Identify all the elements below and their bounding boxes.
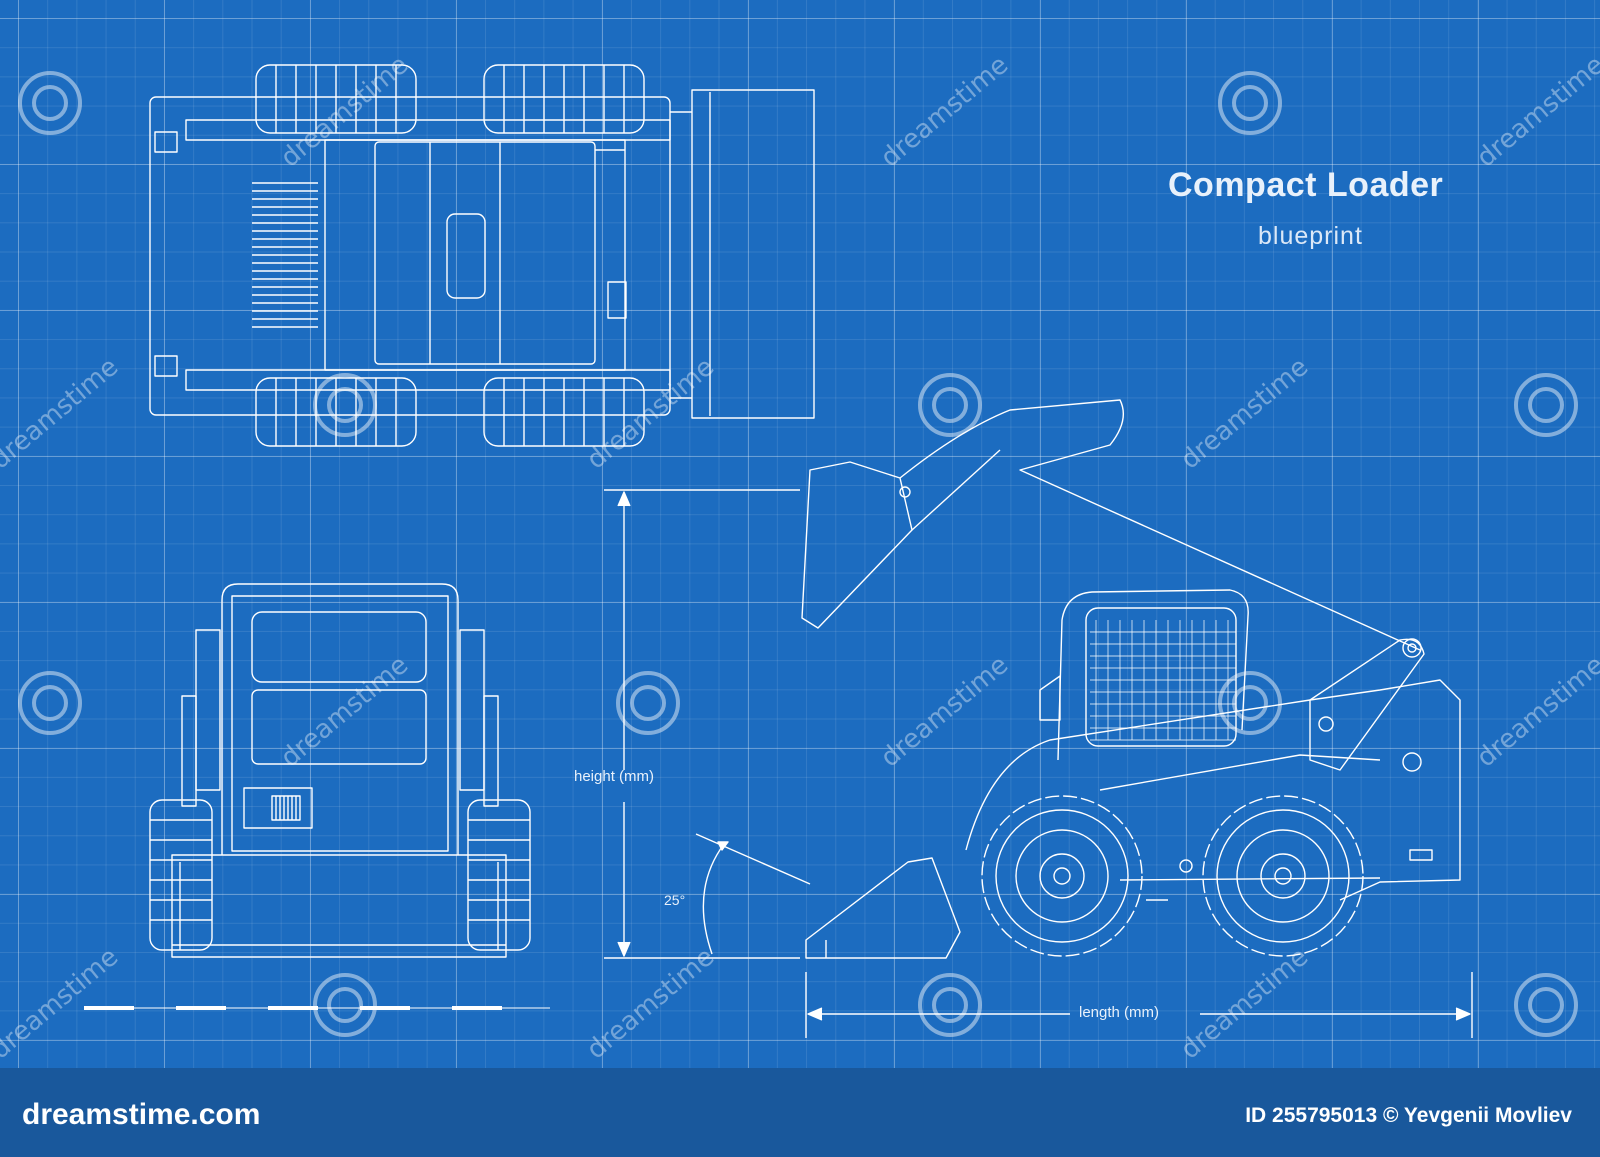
engine-grille — [252, 182, 318, 328]
svg-text:dreamstime: dreamstime — [1175, 352, 1314, 475]
length-label: length (mm) — [1079, 1004, 1160, 1021]
diagram-title: Compact Loader — [1168, 166, 1444, 204]
angle-label: 25° — [664, 892, 686, 908]
height-dimension — [604, 489, 800, 959]
svg-text:dreamstime: dreamstime — [275, 650, 414, 773]
top-view — [149, 64, 815, 447]
height-label: height (mm) — [574, 768, 655, 785]
length-dimension — [805, 972, 1473, 1038]
svg-text:dreamstime: dreamstime — [0, 352, 124, 475]
front-bucket — [171, 854, 507, 958]
svg-text:dreamstime: dreamstime — [581, 942, 720, 1065]
svg-text:dreamstime: dreamstime — [1471, 650, 1600, 773]
diagram-subtitle: blueprint — [1258, 222, 1363, 250]
side-wheels — [981, 795, 1364, 957]
footer-bar: dreamstime.com ID 255795013 © Yevgenii M… — [0, 1068, 1600, 1157]
site-name: dreamstime.com — [22, 1098, 261, 1131]
svg-text:dreamstime: dreamstime — [1175, 942, 1314, 1065]
top-wheels — [255, 64, 645, 447]
angle-dimension — [695, 833, 811, 955]
blueprint-sheet: dreamstime dreamstime dreamstime dreamst… — [0, 0, 1600, 1068]
svg-text:dreamstime: dreamstime — [875, 50, 1014, 173]
image-credit: ID 255795013 © Yevgenii Movliev — [1245, 1104, 1572, 1127]
blueprint-drawing: dreamstime dreamstime dreamstime dreamst… — [0, 50, 1600, 1065]
front-view — [149, 583, 531, 958]
svg-text:dreamstime: dreamstime — [875, 650, 1014, 773]
top-bucket — [691, 89, 815, 419]
side-view — [801, 399, 1461, 959]
svg-text:dreamstime: dreamstime — [1471, 50, 1600, 173]
svg-text:dreamstime: dreamstime — [0, 942, 124, 1065]
